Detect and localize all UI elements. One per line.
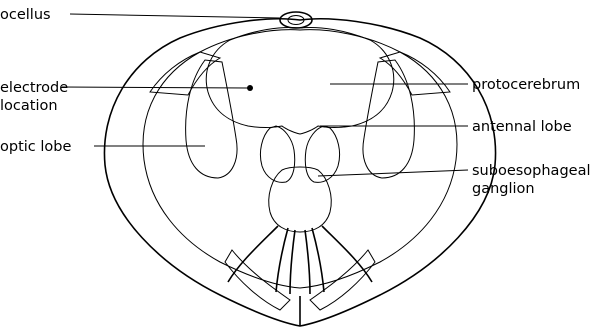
suboesophageal-leader [318,170,468,176]
label-protocerebrum: protocerebrum [472,77,580,93]
nerve-connectives [228,226,372,294]
label-suboesophageal-line1: suboesophageal [472,163,591,179]
left-eye-region [150,52,220,95]
electrode-leader [62,87,248,88]
suboesophageal-ganglion [269,167,332,232]
right-eye-region [380,52,450,95]
label-ocellus: ocellus [0,7,51,23]
label-antennal-lobe: antennal lobe [472,119,572,135]
ocellus-leader [70,14,280,18]
label-suboesophageal-line2: ganglion [472,181,535,197]
protocerebrum [206,28,393,135]
head-capsule [104,19,495,326]
label-electrode-line2: location [0,98,58,114]
label-electrode-line1: electrode [0,80,68,96]
label-optic-lobe: optic lobe [0,139,71,155]
